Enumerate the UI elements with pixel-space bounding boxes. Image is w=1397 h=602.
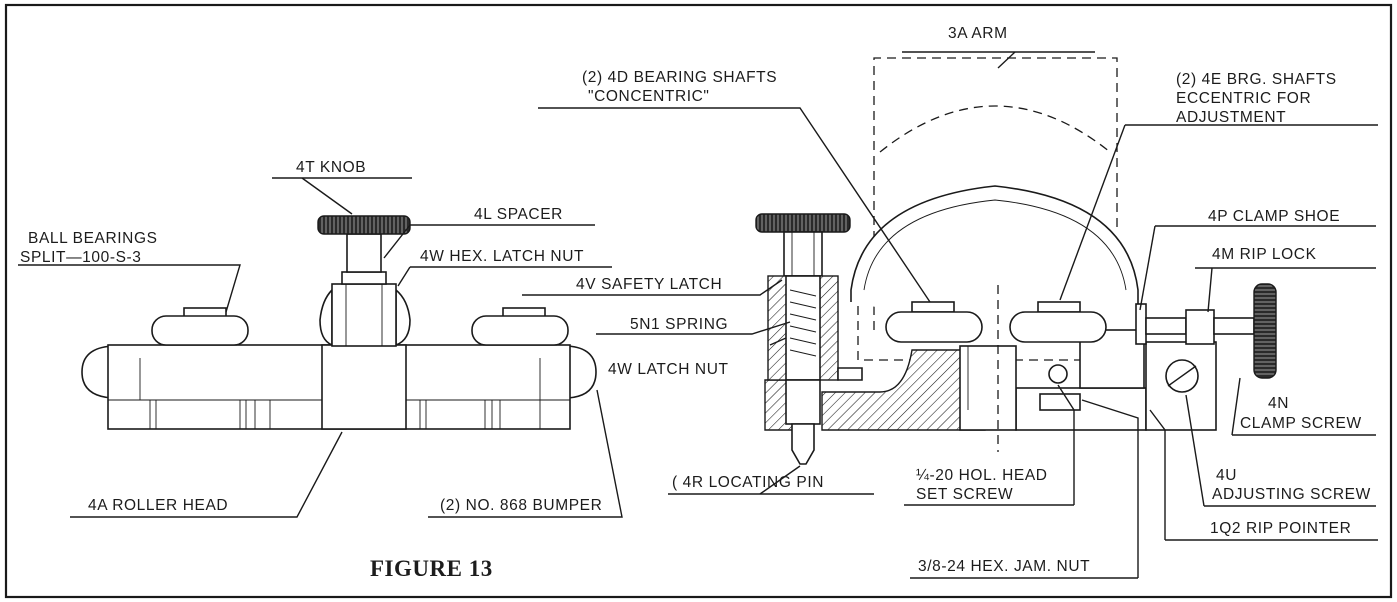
hex-nut-right-curve — [395, 288, 411, 346]
label-jam-nut: 3/8-24 HEX. JAM. NUT — [918, 558, 1090, 575]
label-4w-latch-nut: 4W LATCH NUT — [608, 361, 729, 378]
label-1q2-rip-pointer: 1Q2 RIP POINTER — [1210, 520, 1351, 537]
left-ball-bearing — [151, 315, 249, 346]
label-4d-bearing-shafts-line1: (2) 4D BEARING SHAFTS — [582, 69, 777, 86]
label-set-screw-line2: SET SCREW — [916, 486, 1013, 503]
figure-title: FIGURE 13 — [370, 556, 493, 581]
label-4e-brg-shafts-line3: ADJUSTMENT — [1176, 109, 1286, 126]
locating-pin-4r — [791, 423, 815, 465]
base-right-block — [1015, 387, 1147, 431]
hex-nut-left-curve — [319, 288, 333, 346]
frame-border — [4, 3, 1393, 599]
arm-phantom-outline — [873, 57, 1118, 330]
eccentric-bearing — [1009, 311, 1107, 343]
clamp-shoe-4p — [1135, 303, 1147, 345]
arm-clamp-assembly — [522, 51, 1378, 579]
rip-lock-4m — [1185, 309, 1215, 345]
label-4r-locating-pin: ( 4R LOCATING PIN — [672, 474, 824, 491]
left-bumper — [81, 345, 113, 399]
label-3a-arm: 3A ARM — [948, 25, 1008, 42]
label-set-screw-line1: ¼-20 HOL. HEAD — [916, 467, 1048, 484]
safety-latch-stem — [783, 231, 823, 277]
label-4m-rip-lock: 4M RIP LOCK — [1212, 246, 1317, 263]
right-knob — [755, 213, 851, 233]
set-screw-head — [1048, 364, 1068, 384]
label-4n-clamp-screw-line2: CLAMP SCREW — [1240, 415, 1362, 432]
label-4a-roller-head: 4A ROLLER HEAD — [88, 497, 228, 514]
label-4n-clamp-screw-line1: 4N — [1268, 395, 1289, 412]
label-4u-adjusting-screw-line1: 4U — [1216, 467, 1237, 484]
center-column — [959, 345, 1017, 431]
right-bumper — [567, 345, 597, 399]
concentric-bearing — [885, 311, 983, 343]
hex-latch-nut — [331, 283, 397, 347]
right-ball-bearing — [471, 315, 569, 346]
label-4v-safety-latch: 4V SAFETY LATCH — [576, 276, 722, 293]
label-4l-spacer: 4L SPACER — [474, 206, 563, 223]
central-boss — [321, 344, 407, 430]
label-4e-brg-shafts-line1: (2) 4E BRG. SHAFTS — [1176, 71, 1337, 88]
label-5n1-spring: 5N1 SPRING — [630, 316, 728, 333]
label-868-bumper: (2) NO. 868 BUMPER — [440, 497, 602, 514]
label-4d-bearing-shafts-line2: "CONCENTRIC" — [588, 88, 710, 105]
latch-nut-body — [785, 379, 821, 425]
label-4e-brg-shafts-line2: ECCENTRIC FOR — [1176, 90, 1311, 107]
label-4u-adjusting-screw-line2: ADJUSTING SCREW — [1212, 486, 1371, 503]
roller-head-assembly — [18, 177, 623, 518]
label-4p-clamp-shoe: 4P CLAMP SHOE — [1208, 208, 1340, 225]
label-4t-knob: 4T KNOB — [296, 159, 366, 176]
jam-nut — [1039, 393, 1081, 411]
label-4w-hex-latch-nut: 4W HEX. LATCH NUT — [420, 248, 584, 265]
label-ball-bearings-line2: SPLIT—100-S-3 — [20, 249, 142, 266]
clamp-screw-4n-knob — [1253, 283, 1277, 379]
knob-stem — [346, 233, 382, 273]
spacer — [341, 271, 387, 285]
label-ball-bearings-line1: BALL BEARINGS — [28, 230, 158, 247]
knob-4t — [317, 215, 411, 235]
